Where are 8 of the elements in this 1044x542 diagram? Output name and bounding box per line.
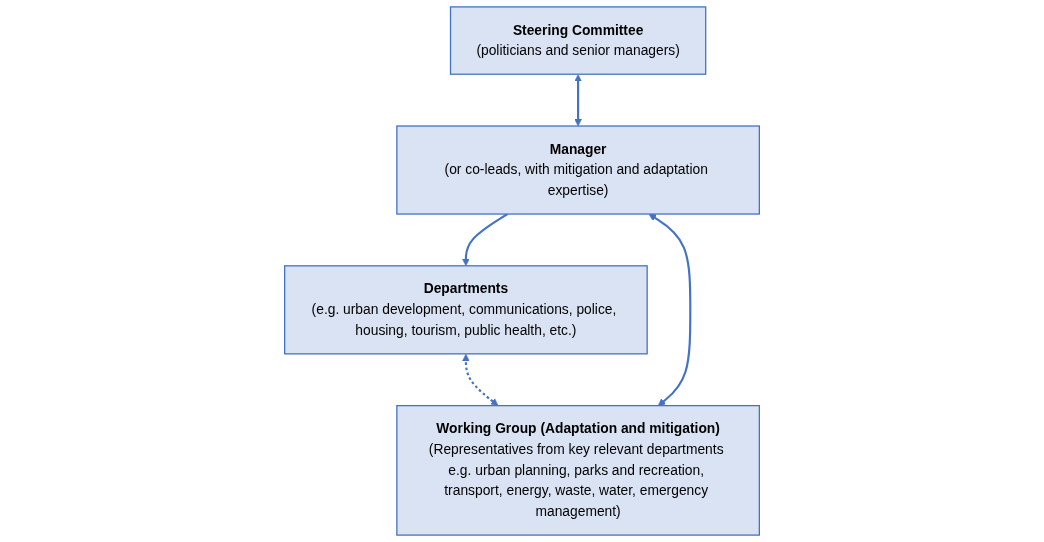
node-box: Steering Committee (politicians and senior managers): [449, 6, 707, 75]
arrow: [462, 353, 499, 406]
node-box: Manager (or co-leads, with mitigation and adaptation expertise): [396, 125, 760, 215]
node-box: Departments (e.g. urban development, communications, police, housing, tourism, public health, etc.): [284, 265, 648, 355]
arrow: [462, 213, 509, 267]
node-box: Working Group (Adaptation and mitigation) (Representatives from key relevant departments e.g. urban planning, parks and recreation, transport, energy, waste, water, emergency management): [396, 405, 760, 536]
arrow: [574, 74, 582, 127]
arrow: [648, 213, 692, 406]
